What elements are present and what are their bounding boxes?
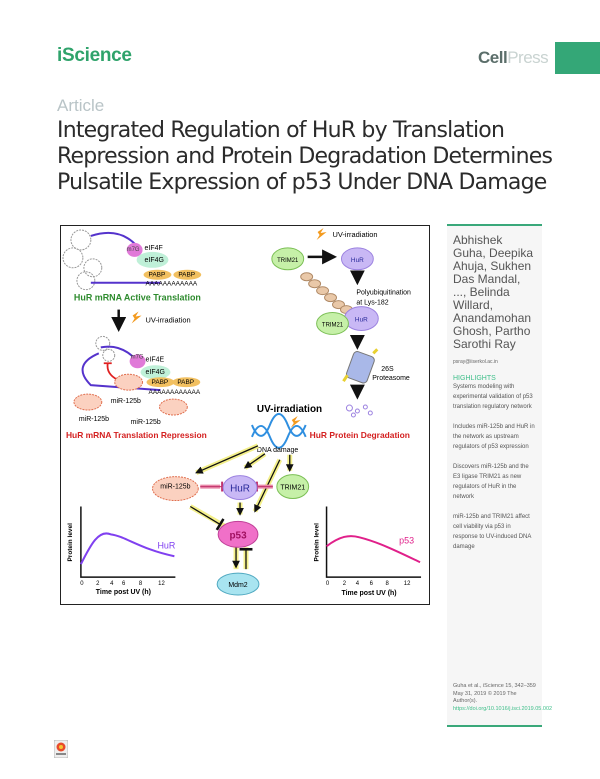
polyub-label: at Lys-182 — [356, 300, 388, 307]
dna-damage-label: DNA damage — [257, 447, 298, 454]
tick-label: 2 — [343, 581, 347, 587]
plot-series-label: HuR — [157, 540, 175, 550]
tick-label: 4 — [110, 581, 114, 587]
paper-title: Integrated Regulation of HuR by Translat… — [57, 118, 553, 195]
pabp-label: PABP — [149, 272, 166, 279]
active-translation-label: HuR mRNA Active Translation — [74, 293, 201, 303]
graphical-abstract: m7G eIF4F eIF4G PABP PABP AAAAAAAAAAAA H… — [60, 225, 430, 605]
uv-center-label: UV-irradiation — [257, 404, 322, 415]
hur-time-plot: Protein level 0 2 4 6 8 12 Time post UV (h) H… — [67, 506, 176, 596]
m7g-label: m7G — [127, 247, 140, 253]
highlight-item: Includes miR-125b and HuR in the network… — [453, 424, 535, 450]
tick-label: 12 — [404, 581, 411, 587]
hur-node: HuR — [355, 317, 368, 324]
plot-xlabel: Time post UV (h) — [341, 590, 396, 597]
p53-node: p53 — [229, 530, 247, 541]
proteasome-label: 26S — [381, 366, 394, 373]
tick-label: 6 — [370, 581, 374, 587]
hur-node: HuR — [351, 257, 364, 264]
eif4g-label: eIF4G — [146, 369, 165, 376]
mdm2-node: Mdm2 — [228, 582, 247, 589]
trim21-node: TRIM21 — [322, 322, 344, 328]
pabp-label: PABP — [152, 379, 169, 386]
plot-xlabel: Time post UV (h) — [96, 589, 151, 596]
plot-series-label: p53 — [399, 535, 414, 545]
mir-node: miR-125b — [160, 484, 190, 491]
tick-label: 4 — [356, 581, 360, 587]
plot-ylabel: Protein level — [67, 523, 74, 562]
active-translation-diagram — [62, 229, 202, 291]
author-list[interactable]: Abhishek Guha, Deepika Ahuja, Sukhen Das… — [453, 233, 534, 351]
article-type: Article — [57, 96, 105, 115]
ubiquitin-chain — [300, 272, 353, 315]
sidebar: Abhishek Guha, Deepika Ahuja, Sukhen Das… — [447, 224, 553, 727]
polya-label: AAAAAAAAAAAA — [146, 281, 198, 288]
highlights-heading: HIGHLIGHTS — [453, 375, 496, 382]
mir-label: miR-125b — [79, 416, 109, 423]
tick-label: 12 — [158, 581, 165, 587]
publisher-cell: Cell — [478, 48, 508, 67]
degradation-label: HuR Protein Degradation — [310, 430, 410, 440]
lightning-icon — [290, 415, 301, 428]
tick-label: 0 — [326, 581, 330, 587]
lightning-icon — [131, 311, 142, 324]
pabp-label: PABP — [178, 272, 195, 279]
correspondence-email[interactable]: psray@iiserkol.ac.in — [453, 359, 498, 365]
trim21-node: TRIM21 — [277, 258, 299, 264]
polyub-label: Polyubiquitination — [356, 290, 411, 297]
eif4g-label: eIF4G — [145, 257, 164, 264]
polya-label: AAAAAAAAAAAA — [149, 389, 201, 396]
mir-label: miR-125b — [131, 419, 161, 426]
hur-node: HuR — [230, 484, 250, 495]
citation-block: Guha et al., iScience 15, 342–359 May 31… — [453, 683, 553, 713]
repression-diagram — [73, 335, 201, 416]
highlight-item: Systems modeling with experimental valid… — [453, 384, 533, 410]
tick-label: 8 — [139, 581, 143, 587]
uv-label: UV-irradiation — [333, 230, 378, 239]
trim21-node: TRIM21 — [280, 485, 305, 492]
plot-ylabel: Protein level — [314, 523, 321, 562]
publisher-press: Press — [507, 48, 549, 67]
m7g-label: m7G — [131, 354, 144, 360]
eif4e-label: eIF4E — [146, 356, 165, 363]
uv-label: UV-irradiation — [146, 316, 191, 325]
repression-label: HuR mRNA Translation Repression — [66, 430, 207, 440]
publication-date: May 31, 2019 © 2019 The Author(s). — [453, 690, 517, 705]
eif4f-label: eIF4F — [145, 245, 163, 252]
brand-tab — [555, 42, 600, 74]
pabp-label: PABP — [177, 379, 194, 386]
p53-time-plot: Protein level 0 2 4 6 8 12 Time post UV (h) p… — [314, 506, 422, 597]
peptide-fragments-icon — [345, 404, 373, 418]
doi-link[interactable]: https://doi.org/10.1016/j.isci.2019.05.0… — [453, 705, 553, 712]
dna-helix-icon — [251, 413, 307, 449]
tick-label: 2 — [96, 581, 100, 587]
mir-label: miR-125b — [111, 398, 141, 405]
tick-label: 0 — [80, 581, 84, 587]
publisher-logo[interactable]: CellPress — [478, 48, 549, 68]
tick-label: 8 — [386, 581, 390, 587]
proteasome-icon — [342, 348, 379, 384]
highlight-item: miR-125b and TRIM21 affect cell viabilit… — [453, 514, 532, 550]
journal-logo[interactable]: iScience — [57, 45, 132, 66]
tick-label: 6 — [122, 581, 126, 587]
highlight-item: Discovers miR-125b and the E3 ligase TRI… — [453, 464, 529, 500]
check-for-updates-icon[interactable] — [54, 740, 68, 758]
lightning-icon — [316, 228, 327, 240]
citation: Guha et al., iScience 15, 342–359 — [453, 683, 536, 689]
proteasome-label: Proteasome — [372, 375, 410, 382]
